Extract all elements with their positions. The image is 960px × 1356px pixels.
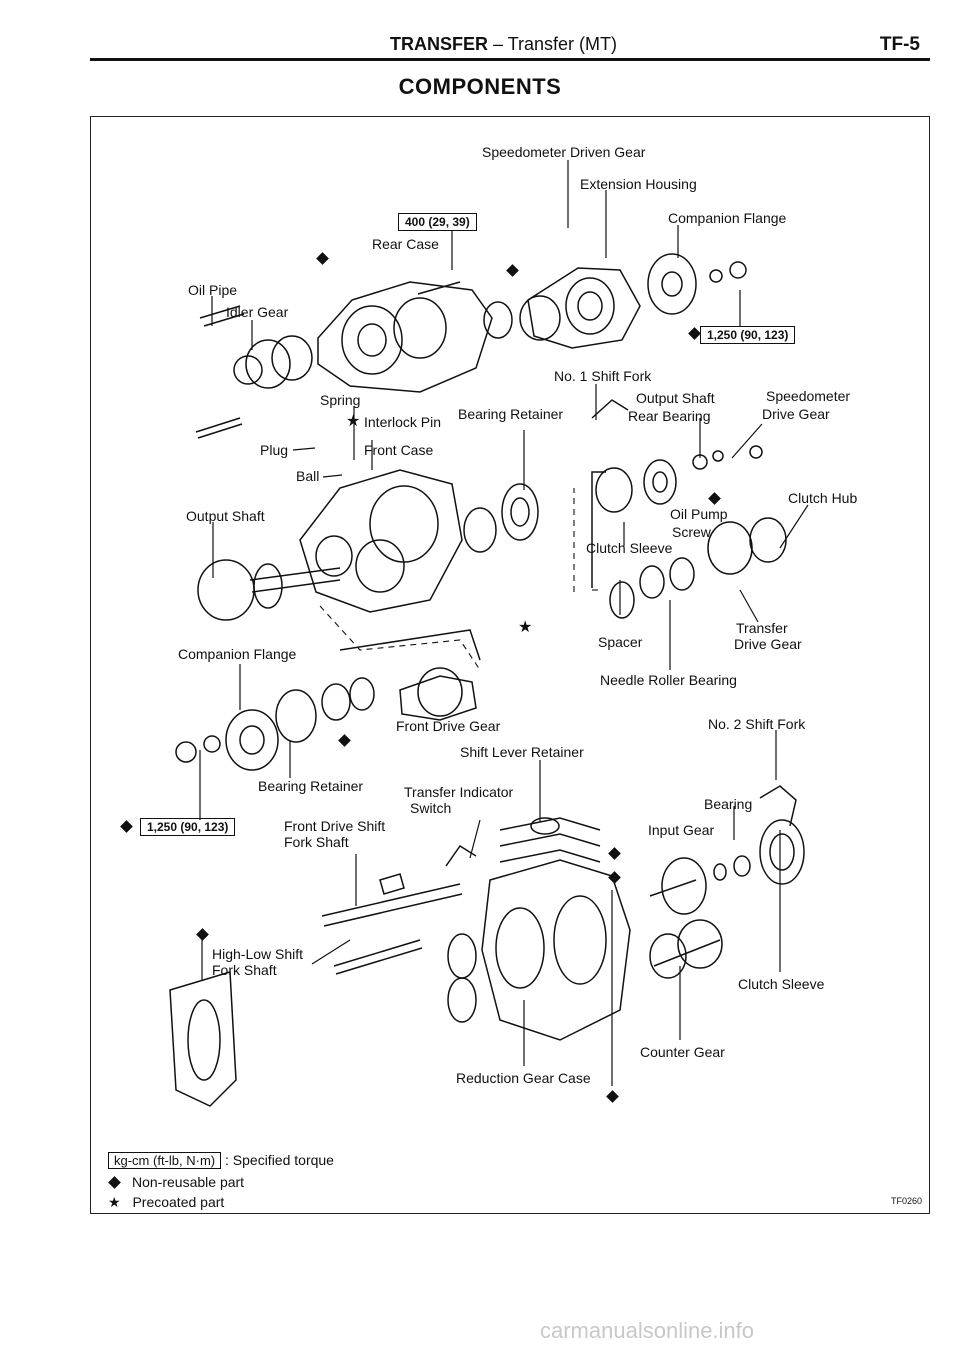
diagram-frame: [90, 116, 930, 1214]
header-section: TRANSFER: [390, 34, 488, 54]
label-output-shaft: Output Shaft: [186, 508, 265, 524]
label-input-gear: Input Gear: [648, 822, 715, 838]
label-needle-roller-bearing: Needle Roller Bearing: [600, 672, 737, 688]
label-counter-gear: Counter Gear: [640, 1044, 725, 1060]
label-transfer-indicator-switch-2: Switch: [410, 800, 452, 816]
label-idler-gear: Idler Gear: [226, 304, 289, 320]
gear-train-lower: [649, 785, 805, 979]
label-spring: Spring: [320, 392, 361, 408]
label-plug: Plug: [260, 442, 289, 458]
label-high-low-shift-fork-shaft-2: Fork Shaft: [212, 962, 277, 978]
legend-unit-box: kg-cm (ft-lb, N·m): [108, 1152, 222, 1169]
label-reduction-gear-case: Reduction Gear Case: [456, 1070, 591, 1086]
label-bearing-retainer-top: Bearing Retainer: [458, 406, 564, 422]
label-rear-case: Rear Case: [372, 236, 439, 252]
label-spacer: Spacer: [598, 634, 643, 650]
label-clutch-sleeve-top: Clutch Sleeve: [586, 540, 673, 556]
label-extension-housing: Extension Housing: [580, 176, 697, 192]
output-shaft-parts: [591, 399, 787, 619]
legend-precoated-text: Precoated part: [132, 1194, 225, 1210]
torque-companion-flange-top: 1,250 (90, 123): [700, 326, 796, 344]
page-header: TRANSFER – Transfer (MT) TF-5: [90, 32, 930, 61]
label-speedometer-driven-gear: Speedometer Driven Gear: [482, 144, 646, 160]
shift-fork-shafts: [321, 844, 477, 975]
label-shift-lever-retainer: Shift Lever Retainer: [460, 744, 584, 760]
label-bearing-retainer-bottom: Bearing Retainer: [258, 778, 364, 794]
label-output-shaft-rear-bearing-1: Output Shaft: [636, 390, 715, 406]
legend-precoated: ★ Precoated part: [108, 1194, 224, 1211]
front-case-assembly: [197, 469, 539, 621]
label-transfer-drive-gear-1: Transfer: [736, 620, 788, 636]
label-transfer-indicator-switch-1: Transfer Indicator: [404, 784, 514, 800]
label-oil-pump-screw-1: Oil Pump: [670, 506, 728, 522]
label-oil-pump-screw-2: Screw: [672, 524, 711, 540]
label-front-drive-gear: Front Drive Gear: [396, 718, 501, 734]
dashed-guides: [319, 488, 600, 671]
label-clutch-sleeve-bottom: Clutch Sleeve: [738, 976, 825, 992]
leader-lines: [199, 160, 809, 1086]
label-speedometer-drive-gear-1: Speedometer: [766, 388, 851, 404]
label-front-drive-shift-fork-shaft-2: Fork Shaft: [284, 834, 349, 850]
legend-torque: kg-cm (ft-lb, N·m) : Specified torque: [108, 1152, 334, 1169]
label-companion-flange-top: Companion Flange: [668, 210, 787, 226]
legend-non-reusable-text: Non-reusable part: [132, 1174, 245, 1190]
header-rule: [90, 58, 930, 61]
label-output-shaft-rear-bearing-2: Rear Bearing: [628, 408, 711, 424]
star-icon: ★: [108, 1194, 121, 1210]
page-number: TF-5: [879, 34, 920, 55]
label-transfer-drive-gear-2: Drive Gear: [734, 636, 802, 652]
label-high-low-shift-fork-shaft-1: High-Low Shift: [212, 946, 304, 962]
reduction-gear-case: [169, 817, 631, 1107]
label-front-drive-shift-fork-shaft-1: Front Drive Shift: [284, 818, 386, 834]
label-interlock-pin: Interlock Pin: [364, 414, 442, 430]
torque-companion-flange-left: 1,250 (90, 123): [140, 818, 236, 836]
torque-rear-case: 400 (29, 39): [398, 213, 477, 231]
watermark: carmanualsonline.info: [540, 1318, 755, 1343]
legend-non-reusable: Non-reusable part: [108, 1174, 244, 1190]
figure-code: TF0260: [890, 1196, 922, 1206]
label-ball: Ball: [296, 468, 320, 484]
page-title: COMPONENTS: [398, 74, 562, 99]
header-title: TRANSFER – Transfer (MT): [390, 34, 617, 55]
rear-case-assembly: [317, 253, 747, 393]
label-no2-shift-fork: No. 2 Shift Fork: [708, 716, 806, 732]
label-speedometer-drive-gear-2: Drive Gear: [762, 406, 830, 422]
label-oil-pipe: Oil Pipe: [188, 282, 238, 298]
legend-unit-text: : Specified torque: [225, 1152, 334, 1168]
star-icon: ★: [518, 619, 533, 636]
label-bearing: Bearing: [704, 796, 753, 812]
label-front-case: Front Case: [364, 442, 434, 458]
star-icon: ★: [346, 413, 361, 430]
idler-gear: [195, 305, 313, 439]
header-subsection: – Transfer (MT): [493, 34, 618, 54]
label-clutch-hub: Clutch Hub: [788, 490, 858, 506]
diamond-icon: [108, 1176, 121, 1189]
front-drive-parts: [175, 629, 481, 771]
label-companion-flange-left: Companion Flange: [178, 646, 297, 662]
label-no1-shift-fork: No. 1 Shift Fork: [554, 368, 652, 384]
